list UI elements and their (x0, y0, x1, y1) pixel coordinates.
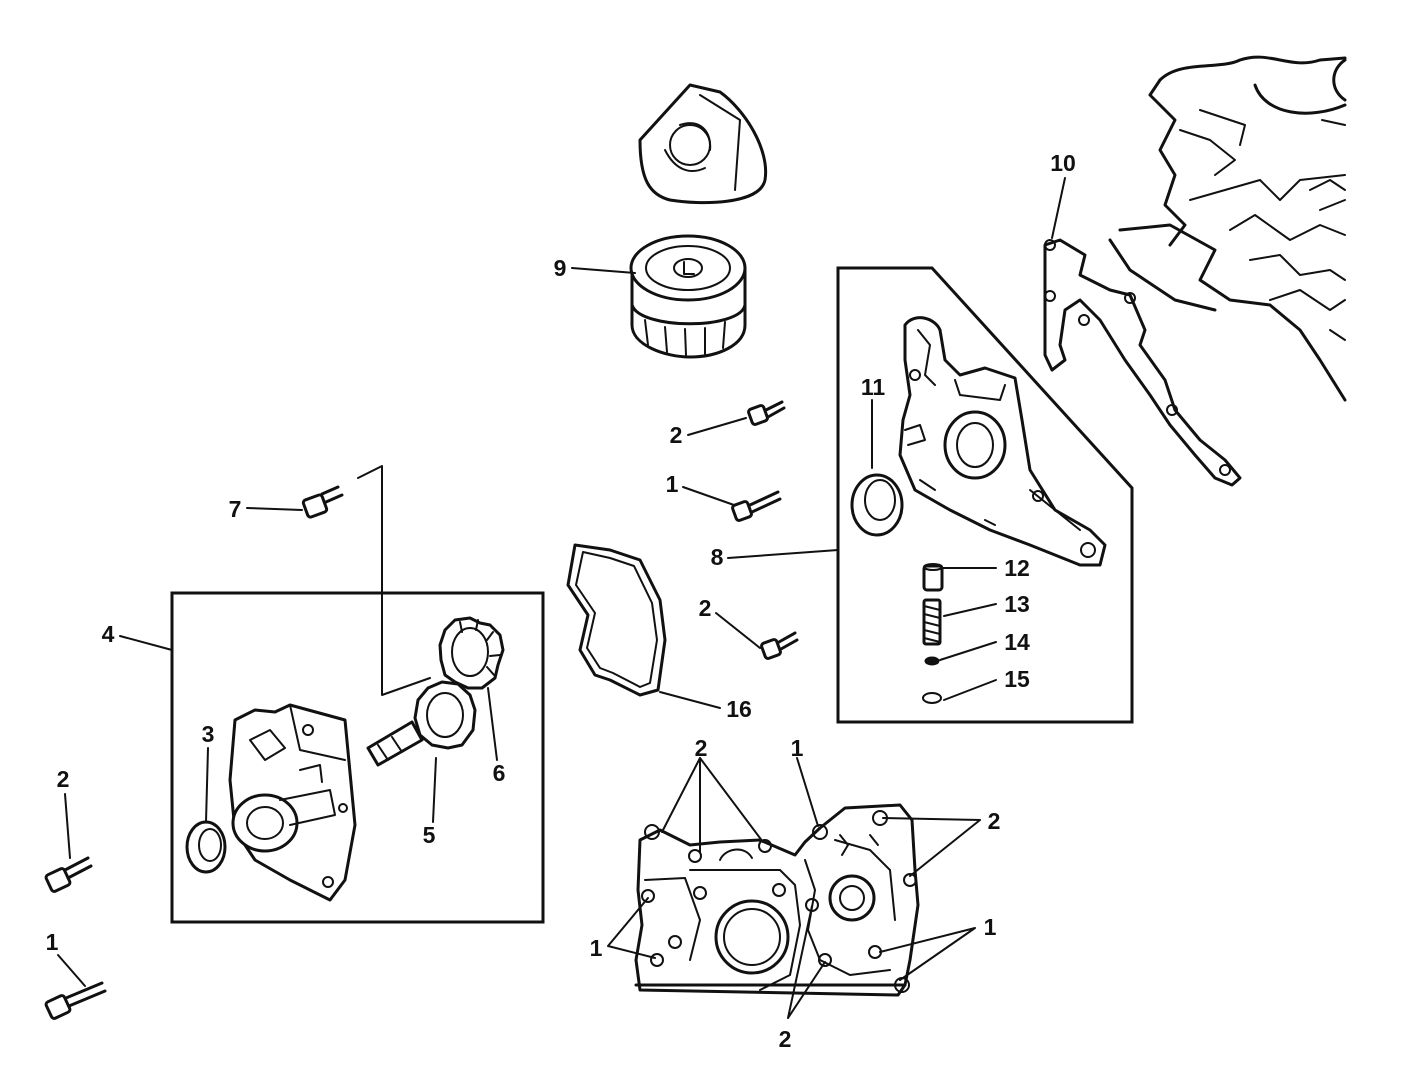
relief-spring (922, 598, 942, 646)
o-ring-gasket (566, 543, 667, 697)
bolt-2-left (44, 856, 93, 893)
relief-plunger (922, 563, 944, 592)
oil-pump-cover-frame (836, 266, 1134, 724)
oil-seal-11 (850, 473, 904, 537)
gear-6 (438, 616, 505, 690)
bolt-2-lower (760, 631, 799, 660)
callout-4: 4 (102, 621, 115, 647)
callout-10: 10 (1050, 150, 1076, 176)
callout-2-upper: 2 (670, 422, 683, 448)
rear-gasket (1043, 238, 1242, 487)
oil-pump-frame (170, 591, 545, 924)
callout-2-cover-top: 2 (695, 735, 708, 761)
callout-2-lower: 2 (699, 595, 712, 621)
callout-1-middle: 1 (666, 471, 679, 497)
callout-2-cover-bottom: 2 (779, 1026, 792, 1052)
oil-pump-body (228, 703, 357, 902)
bolt-2-upper (747, 400, 786, 426)
callout-1-cover-top: 1 (791, 735, 804, 761)
callout-6: 6 (493, 760, 506, 786)
bolt-7 (301, 485, 344, 519)
relief-washer (924, 656, 940, 666)
callout-1-left: 1 (46, 929, 59, 955)
engine-block-outline (1108, 55, 1347, 402)
callout-8: 8 (711, 544, 724, 570)
callout-labels: 10 9 11 2 1 8 12 13 2 14 15 16 7 4 3 6 5… (46, 150, 1076, 1052)
oil-filter (629, 234, 747, 359)
shaft-reference-line (357, 465, 431, 696)
gear-shaft-5 (366, 680, 477, 767)
callout-2-left: 2 (57, 766, 70, 792)
oil-filter-housing (638, 83, 768, 205)
callout-16: 16 (726, 696, 752, 722)
callout-15: 15 (1004, 666, 1030, 692)
callout-3: 3 (202, 721, 215, 747)
callout-11: 11 (861, 374, 886, 400)
callout-1-cover-left: 1 (590, 935, 603, 961)
callout-1-cover-right: 1 (984, 914, 997, 940)
callout-12: 12 (1004, 555, 1030, 581)
callout-13: 13 (1004, 591, 1030, 617)
callout-9: 9 (554, 255, 567, 281)
callout-2-cover-right: 2 (988, 808, 1001, 834)
front-cover (634, 803, 920, 997)
callout-5: 5 (423, 822, 436, 848)
bolt-1-middle (731, 490, 782, 522)
oil-seal-3 (185, 820, 227, 874)
callout-7: 7 (229, 496, 242, 522)
relief-clip (922, 692, 942, 704)
oil-pump-cover (898, 316, 1107, 567)
callout-14: 14 (1004, 629, 1030, 655)
leader-lines (57, 177, 1066, 1019)
bolt-1-left (44, 981, 107, 1020)
